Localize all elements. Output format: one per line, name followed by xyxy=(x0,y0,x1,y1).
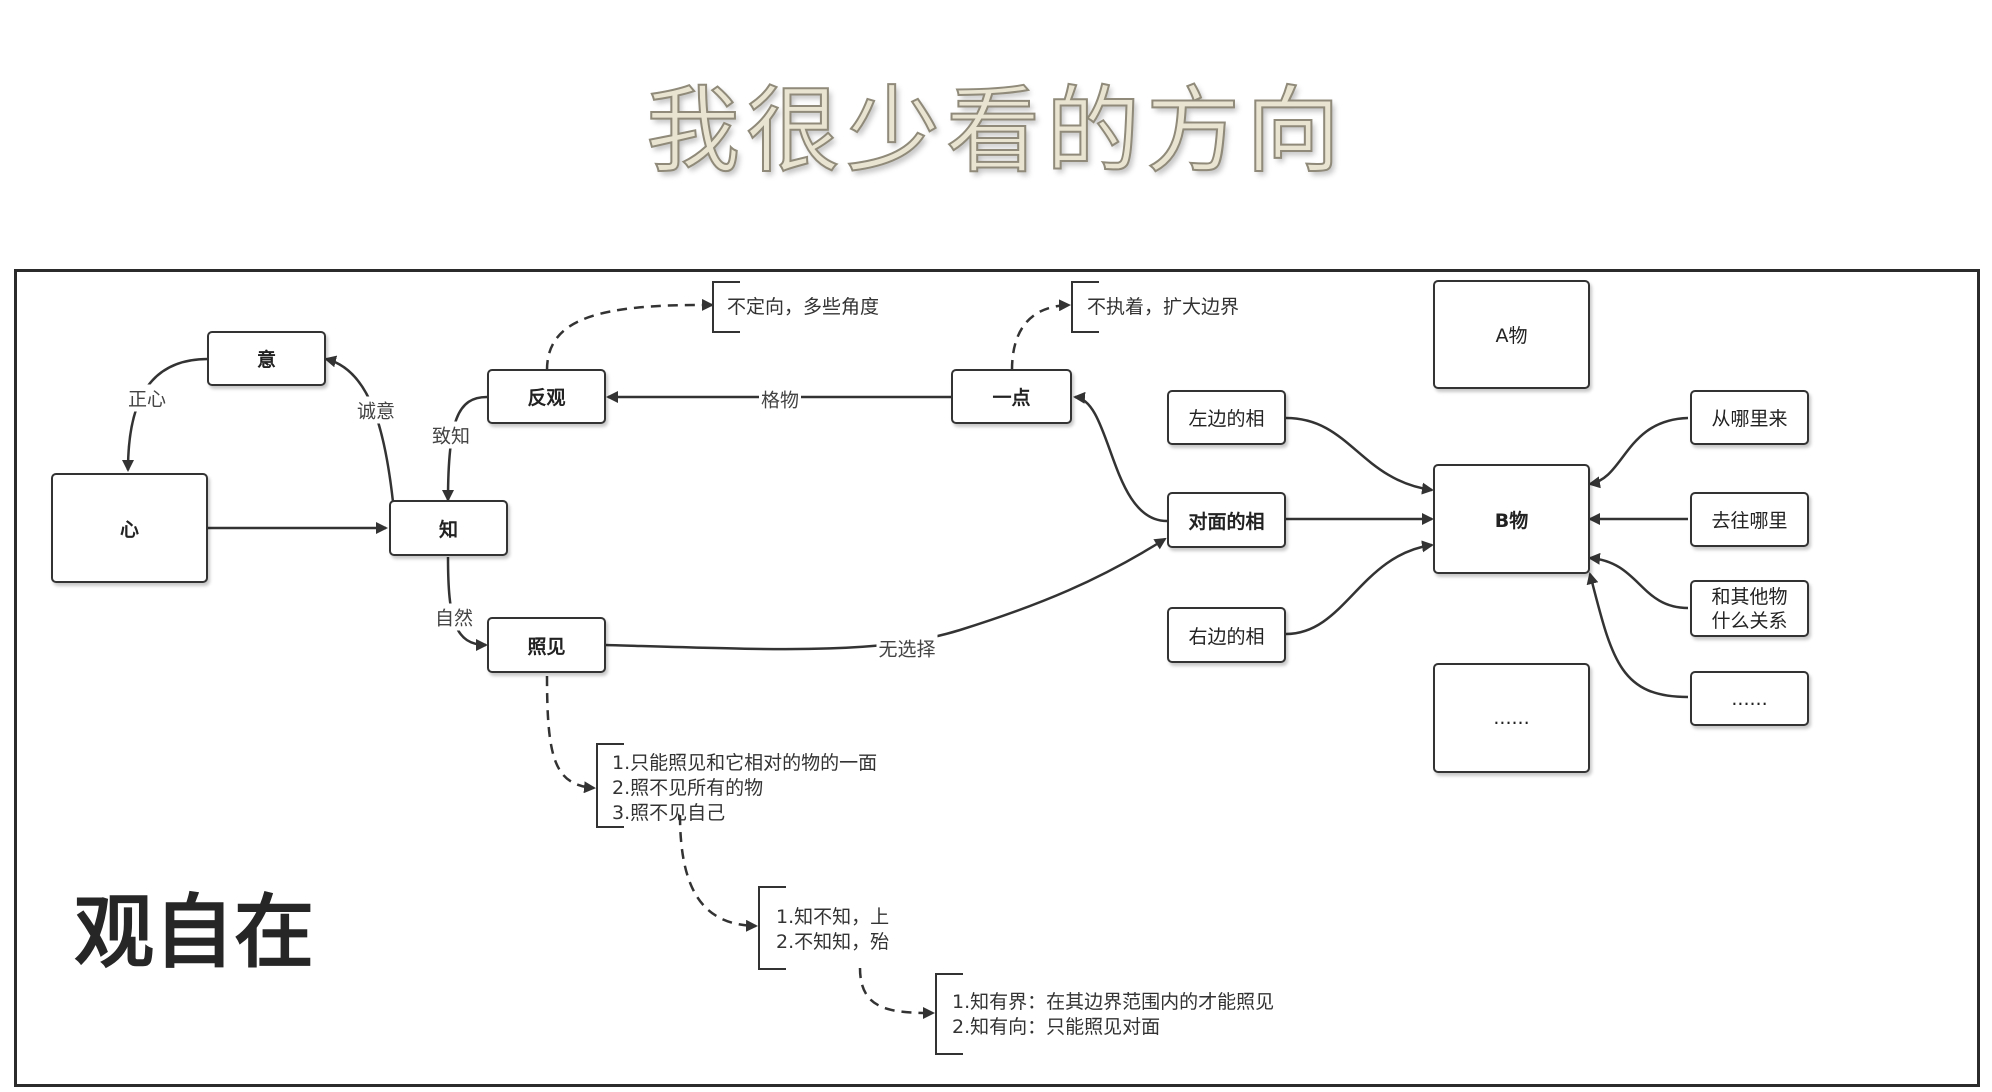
label-ziran: 自然 xyxy=(432,603,476,631)
bracket-zhaojian-notes xyxy=(596,743,624,828)
edge-zhaojian-note xyxy=(545,675,596,794)
bracket-budingxiang xyxy=(712,281,740,333)
node-congnali[interactable]: 从哪里来 xyxy=(1690,390,1809,445)
bracket-zhiyoujie xyxy=(935,973,963,1055)
node-fanguan[interactable]: 反观 xyxy=(487,369,606,424)
edge-note-zhibuzhi xyxy=(678,814,758,932)
node-heqita-line1: 和其他物 xyxy=(1711,585,1788,608)
node-bwu[interactable]: B物 xyxy=(1433,464,1590,574)
node-zhi[interactable]: 知 xyxy=(389,500,508,556)
edge-duimian-yidian xyxy=(1073,391,1168,523)
edge-zhizhi xyxy=(442,395,488,502)
label-wuxuanze: 无选择 xyxy=(876,634,938,662)
node-dots[interactable]: ...... xyxy=(1433,663,1590,773)
bracket-buzhizhuo xyxy=(1071,281,1099,333)
note-zhiyoujie-2: 2.知有向：只能照见对面 xyxy=(952,1016,1161,1038)
node-zhaojian[interactable]: 照见 xyxy=(487,617,606,673)
note-zhaojian-list: 1.只能照见和它相对的物的一面 2.照不见所有的物 3.照不见自己 xyxy=(612,751,877,826)
note-zhibuzhi-2: 2.不知知，殆 xyxy=(776,931,890,953)
node-heqita[interactable]: 和其他物 什么关系 xyxy=(1690,580,1809,637)
edge-ziran xyxy=(446,556,488,651)
note-zhaojian-2: 2.照不见所有的物 xyxy=(612,777,764,799)
note-budingxiang: 不定向，多些角度 xyxy=(727,296,880,318)
note-zhaojian-1: 1.只能照见和它相对的物的一面 xyxy=(612,752,878,774)
label-zhizhi: 致知 xyxy=(429,421,473,449)
edge-yidian-note xyxy=(1010,299,1071,371)
node-duimian[interactable]: 对面的相 xyxy=(1167,492,1286,548)
edge-note-zhiyoujie xyxy=(858,967,935,1019)
note-zhiyoujie-1: 1.知有界：在其边界范围内的才能照见 xyxy=(952,991,1275,1013)
edge-heqita-bwu xyxy=(1588,552,1689,610)
node-zuobian[interactable]: 左边的相 xyxy=(1167,390,1286,445)
node-dots-small[interactable]: ...... xyxy=(1690,671,1809,726)
edge-chengyi xyxy=(324,355,395,503)
edge-dots-bwu xyxy=(1586,572,1689,699)
edge-wuxuanze xyxy=(605,537,1167,651)
note-zhibuzhi-list: 1.知不知，上 2.不知知，殆 xyxy=(776,905,889,955)
note-zhiyoujie-list: 1.知有界：在其边界范围内的才能照见 2.知有向：只能照见对面 xyxy=(952,990,1274,1040)
bracket-zhibuzhi xyxy=(758,886,786,970)
label-chengyi: 诚意 xyxy=(354,396,398,424)
node-youbian[interactable]: 右边的相 xyxy=(1167,607,1286,663)
edge-fanguan-note xyxy=(545,298,714,371)
node-heqita-line2: 什么关系 xyxy=(1711,609,1788,632)
node-quwang[interactable]: 去往哪里 xyxy=(1690,492,1809,547)
edge-zhengxin xyxy=(122,357,209,472)
note-zhaojian-3: 3.照不见自己 xyxy=(612,802,726,824)
node-awu[interactable]: A物 xyxy=(1433,280,1590,389)
note-zhibuzhi-1: 1.知不知，上 xyxy=(776,906,890,928)
node-xin[interactable]: 心 xyxy=(51,473,208,583)
page-title: 我很少看的方向 xyxy=(645,76,1346,187)
node-yi[interactable]: 意 xyxy=(207,331,326,386)
edge-congnali-bwu xyxy=(1588,416,1689,489)
label-gewu: 格物 xyxy=(758,385,802,413)
note-buzhizhuo: 不执着，扩大边界 xyxy=(1087,296,1240,318)
edge-zuobian-bwu xyxy=(1285,416,1434,495)
label-zhengxin: 正心 xyxy=(125,384,169,412)
corner-label: 观自在 xyxy=(74,886,314,979)
diagram-frame xyxy=(14,269,1980,1087)
node-yidian[interactable]: 一点 xyxy=(951,369,1072,424)
edge-youbian-bwu xyxy=(1285,540,1434,636)
